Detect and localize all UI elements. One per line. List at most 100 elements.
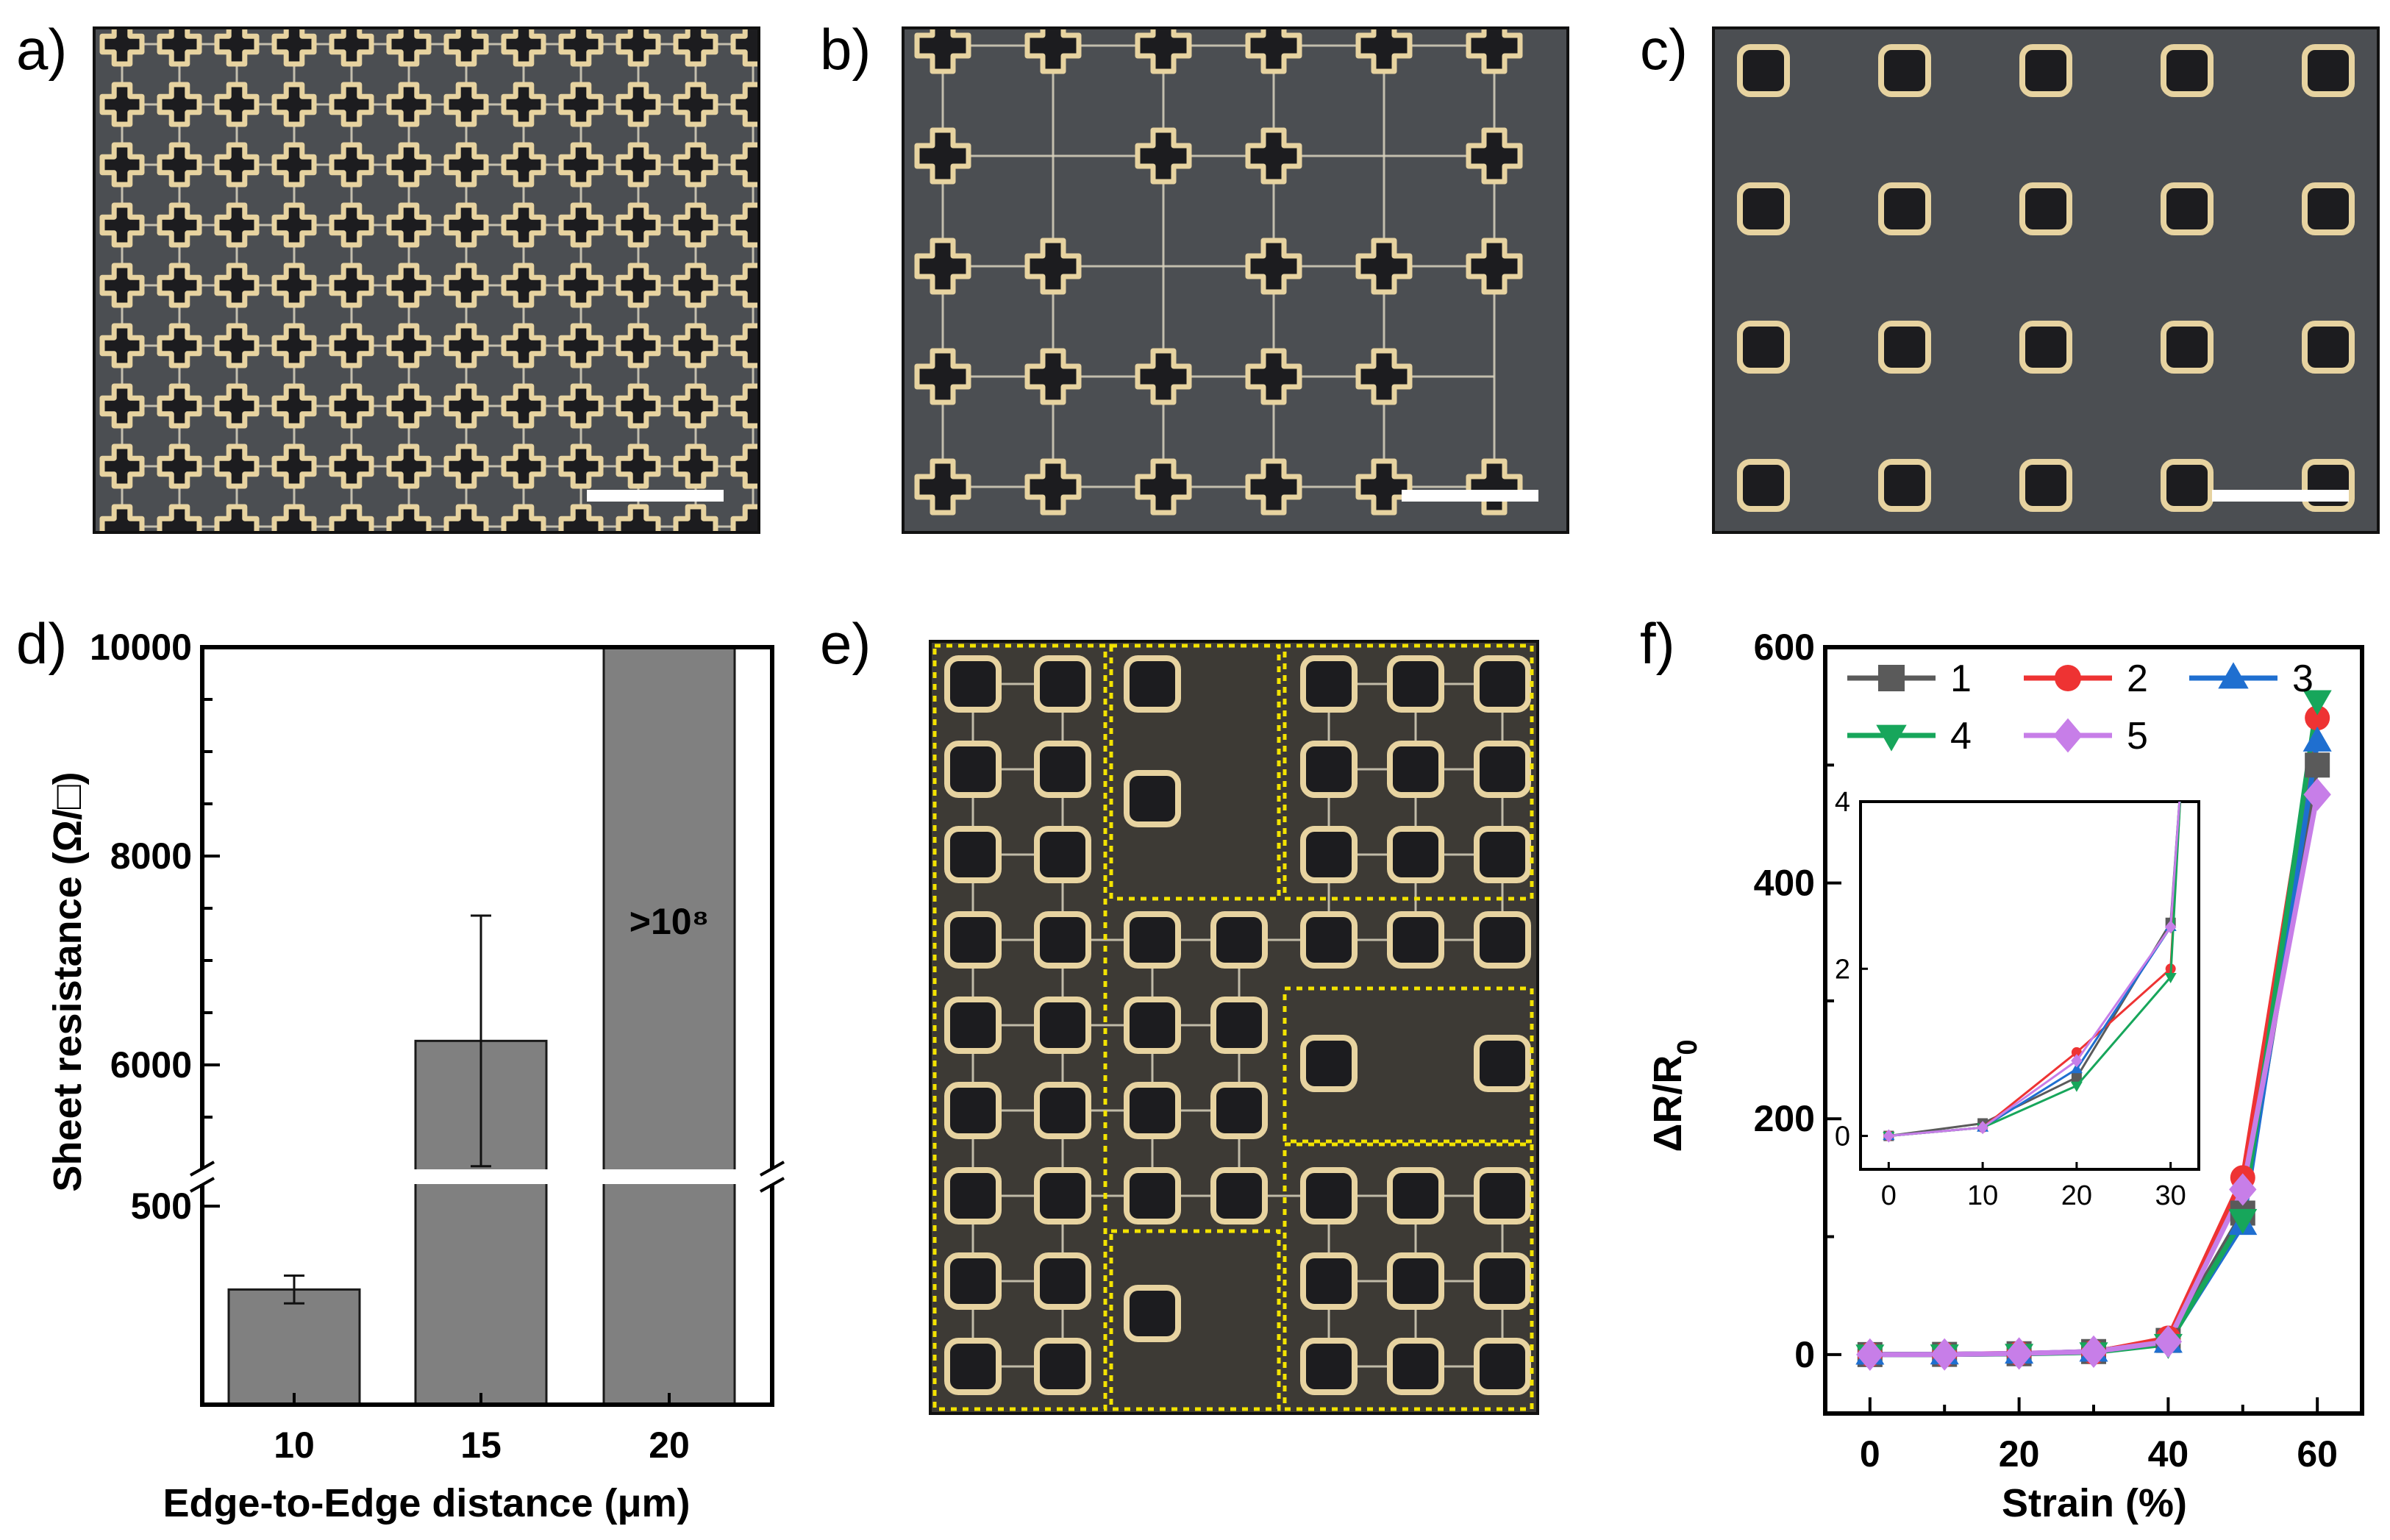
hole bbox=[501, 82, 546, 127]
inset-x-tick-label: 0 bbox=[1881, 1180, 1897, 1211]
hole bbox=[558, 29, 604, 67]
hole bbox=[616, 29, 661, 67]
inset-point-series-5 bbox=[1977, 1121, 1988, 1135]
hole bbox=[214, 504, 260, 531]
hole bbox=[2019, 321, 2072, 374]
x-tick-label-20: 20 bbox=[1999, 1433, 2040, 1475]
hole bbox=[157, 443, 202, 489]
panel-label-f: f) bbox=[1640, 611, 1675, 676]
panel-label-a: a) bbox=[16, 17, 68, 82]
hole bbox=[386, 142, 432, 188]
data-point-series-5 bbox=[1856, 1338, 1884, 1371]
hole bbox=[673, 383, 718, 429]
hole bbox=[1210, 911, 1268, 969]
hole bbox=[214, 263, 260, 308]
hole bbox=[329, 323, 374, 368]
panel-label-d: d) bbox=[16, 611, 68, 676]
hole bbox=[2161, 44, 2214, 97]
inset-frame bbox=[1859, 800, 2200, 1171]
dotted-region-outline bbox=[1109, 644, 1281, 901]
x-tick-label-10: 10 bbox=[274, 1425, 315, 1466]
hole bbox=[157, 263, 202, 308]
hole bbox=[1245, 29, 1302, 74]
hole bbox=[730, 323, 757, 368]
legend-marker-3 bbox=[2218, 662, 2249, 689]
hole bbox=[1135, 458, 1192, 516]
hole bbox=[1135, 29, 1192, 74]
axis-break-marker bbox=[760, 1161, 785, 1177]
hole bbox=[730, 383, 757, 429]
micrograph-a-image bbox=[96, 29, 757, 531]
hole bbox=[501, 29, 546, 67]
hole bbox=[1034, 1167, 1091, 1224]
data-point-series-5 bbox=[2229, 1173, 2257, 1206]
inset-point-series-4 bbox=[2164, 973, 2177, 984]
hole bbox=[914, 127, 971, 185]
hole bbox=[1124, 770, 1181, 827]
x-tick-label-0: 0 bbox=[1860, 1433, 1880, 1475]
hole bbox=[501, 383, 546, 429]
hole bbox=[1387, 1252, 1444, 1310]
micrograph-background bbox=[1715, 29, 2377, 531]
hole bbox=[1474, 1167, 1531, 1224]
hole bbox=[1124, 1082, 1181, 1139]
x-tick-label-60: 60 bbox=[2297, 1433, 2338, 1475]
hole bbox=[386, 383, 432, 429]
hole bbox=[99, 504, 145, 531]
hole bbox=[443, 383, 489, 429]
hole bbox=[1466, 458, 1523, 516]
hole bbox=[944, 1082, 1002, 1139]
hole bbox=[2302, 182, 2355, 235]
dotted-region-outline bbox=[1283, 986, 1534, 1144]
hole bbox=[386, 323, 432, 368]
inset-x-tick-label: 10 bbox=[1967, 1180, 1998, 1211]
axis-break-marker bbox=[190, 1161, 215, 1177]
y-tick-label-600: 600 bbox=[1754, 627, 1815, 668]
hole bbox=[501, 142, 546, 188]
hole bbox=[271, 443, 317, 489]
hole bbox=[214, 443, 260, 489]
hole bbox=[1300, 1035, 1358, 1092]
hole bbox=[501, 323, 546, 368]
hole bbox=[673, 504, 718, 531]
hole bbox=[443, 29, 489, 67]
hole bbox=[1355, 458, 1413, 516]
hole bbox=[944, 826, 1002, 883]
panel-label-b: b) bbox=[820, 17, 871, 82]
hole bbox=[944, 911, 1002, 969]
hole bbox=[1300, 826, 1358, 883]
hole bbox=[558, 142, 604, 188]
hole bbox=[1034, 911, 1091, 969]
hole bbox=[1737, 459, 1790, 512]
hole bbox=[271, 323, 317, 368]
y-axis-label-resistance: ΔR/R0 bbox=[1646, 1040, 1703, 1152]
inset-y-tick-label: 2 bbox=[1835, 954, 1850, 985]
hole bbox=[730, 29, 757, 67]
x-axis-label: Edge-to-Edge distance (μm) bbox=[163, 1481, 690, 1525]
hole bbox=[2302, 321, 2355, 374]
hole bbox=[730, 82, 757, 127]
hole bbox=[1466, 238, 1523, 295]
hole bbox=[558, 443, 604, 489]
hole bbox=[214, 82, 260, 127]
hole bbox=[1024, 238, 1082, 295]
legend-label-1: 1 bbox=[1950, 657, 1972, 700]
plot-frame bbox=[200, 645, 774, 1407]
y-tick-label-8000: 8000 bbox=[110, 835, 192, 877]
hole bbox=[558, 504, 604, 531]
hole bbox=[1210, 1167, 1268, 1224]
legend-marker-1 bbox=[1878, 665, 1905, 691]
hole bbox=[1387, 911, 1444, 969]
hole bbox=[99, 263, 145, 308]
hole bbox=[673, 263, 718, 308]
hole bbox=[730, 443, 757, 489]
legend-label-2: 2 bbox=[2127, 657, 2148, 700]
y-tick-label-6000: 6000 bbox=[110, 1044, 192, 1086]
inset-y-tick-label: 4 bbox=[1835, 787, 1850, 818]
hole bbox=[1737, 44, 1790, 97]
hole bbox=[1034, 1252, 1091, 1310]
hole bbox=[1024, 348, 1082, 405]
hole bbox=[1737, 182, 1790, 235]
hole bbox=[157, 323, 202, 368]
hole bbox=[2019, 44, 2072, 97]
